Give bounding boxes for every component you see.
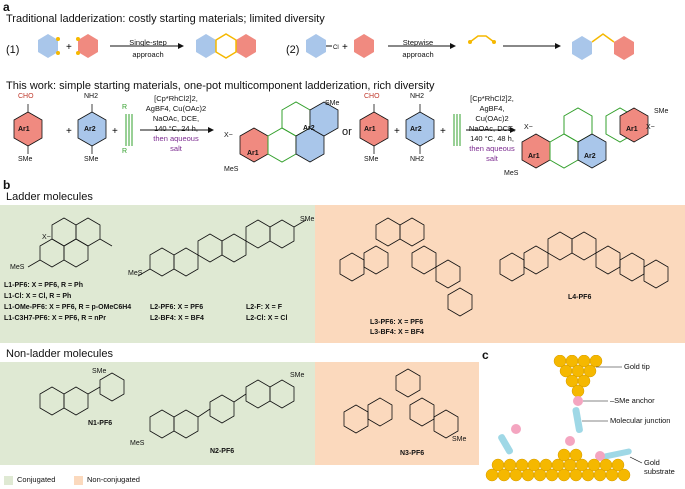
ar2-label-left: Ar2 (84, 126, 96, 133)
ar1-label-right: Ar1 (364, 126, 376, 133)
l4-label: L4-PF6 (568, 294, 592, 301)
single-molecule-junction-illustration (485, 355, 643, 482)
n3-label: N3-PF6 (400, 450, 425, 457)
panel-b-letter: b (3, 178, 11, 192)
svg-text:Cl: Cl (333, 45, 339, 51)
gold-substrate-label: Gold substrate (644, 458, 675, 476)
panel-c-letter: c (482, 348, 489, 362)
ar2-label-product: Ar2 (303, 125, 315, 132)
nh2-label-right-bottom: NH2 (410, 156, 425, 163)
nonladder-title: Non-ladder molecules (6, 348, 113, 360)
sme-label-product: SMe (325, 100, 340, 107)
cho-label-right: CHO (364, 93, 380, 100)
right-conditions: [Cp*RhCl2]2, AgBF4, Cu(OAc)2 NaOAc, DCE,… (468, 94, 516, 163)
l1-labels: L1-PF6: X = PF6, R = Ph L1-Cl: X = Cl, R… (4, 282, 132, 322)
l1-mes: MeS (10, 264, 25, 271)
ar1-label-product: Ar1 (247, 150, 259, 157)
svg-text:+: + (394, 126, 400, 137)
nonladder-molecules-structures (39, 368, 459, 439)
route1-arrow-bottom: approach (132, 50, 164, 59)
ar1-label-right-product-2: Ar1 (626, 126, 638, 133)
sme-label-right: SMe (364, 156, 379, 163)
nh2-label-left: NH2 (84, 93, 99, 100)
left-conditions: [Cp*RhCl2]2, AgBF4, Cu(OAc)2 NaOAc, DCE,… (145, 94, 207, 153)
mes-label-right-product: MeS (504, 170, 519, 177)
panel-a-letter: a (3, 0, 10, 14)
legend-conjugated: Conjugated (4, 475, 55, 485)
molecular-junction-label: Molecular junction (610, 416, 671, 425)
l3-labels: L3-PF6: X = PF6 L3-BF4: X = BF4 (370, 319, 424, 336)
svg-text:+: + (440, 126, 446, 137)
alkyne-r-bottom: R (122, 148, 128, 155)
route1-number: (1) (6, 44, 20, 56)
ladder-title: Ladder molecules (6, 191, 93, 203)
l2-sme: SMe (300, 216, 315, 223)
multicomponent-scheme: + + + + (13, 101, 649, 169)
ar2-label-right: Ar2 (410, 126, 422, 133)
nh2-label-right-top: NH2 (410, 93, 425, 100)
ar1-label-right-product-1: Ar1 (528, 153, 540, 160)
gold-tip-label: Gold tip (624, 362, 650, 371)
alkyne-r-top: R (122, 104, 128, 111)
sme-label-right-product: SMe (654, 108, 669, 115)
svg-text:+: + (112, 126, 118, 137)
sme-anchor-label: –SMe anchor (610, 396, 655, 405)
ladder-conjugated-area (0, 205, 315, 343)
route2-number: (2) (286, 44, 300, 56)
mes-label-product: MeS (224, 166, 239, 173)
n2-mes: MeS (130, 440, 145, 447)
legend-nonconjugated: Non-conjugated (74, 475, 140, 485)
legend-swatch-nonconjugated (74, 475, 83, 485)
ar2-label-right-product: Ar2 (584, 153, 596, 160)
l1-x-minus: X− (42, 234, 51, 241)
this-work-title: This work: simple starting materials, on… (6, 80, 435, 92)
n3-sme: SMe (452, 436, 467, 443)
n2-label: N2-PF6 (210, 448, 235, 455)
route1-arrow-top: Single-step (129, 38, 167, 47)
traditional-title: Traditional ladderization: costly starti… (6, 13, 325, 25)
svg-text:+: + (66, 126, 72, 137)
route2-arrow-top: Stepwise (402, 38, 434, 47)
n1-label: N1-PF6 (88, 420, 113, 427)
x-minus-left: X− (224, 132, 233, 139)
n1-sme: SMe (92, 368, 107, 375)
ar1-label-left: Ar1 (18, 126, 30, 133)
route2-arrow-bottom: approach (402, 50, 434, 59)
svg-text:+: + (66, 42, 72, 53)
x-minus-right-1: X− (524, 124, 533, 131)
n2-sme: SMe (290, 372, 305, 379)
sme-label-a2: SMe (84, 156, 99, 163)
cho-label: CHO (18, 93, 34, 100)
or-label: or (342, 126, 352, 138)
ladder-molecules-structures (27, 217, 669, 317)
nonladder-conjugated-area (0, 362, 315, 465)
l2-labels-col1: L2-PF6: X = PF6 L2-BF4: X = BF4 (150, 304, 204, 322)
x-minus-right-2: X− (646, 124, 655, 131)
svg-text:+: + (342, 42, 348, 53)
traditional-routes-scheme: + Cl + (38, 33, 634, 60)
sme-label-a1: SMe (18, 156, 33, 163)
l2-labels-col2: L2-F: X = F L2-Cl: X = Cl (246, 304, 288, 322)
legend-swatch-conjugated (4, 475, 13, 485)
l2-mes: MeS (128, 270, 143, 277)
